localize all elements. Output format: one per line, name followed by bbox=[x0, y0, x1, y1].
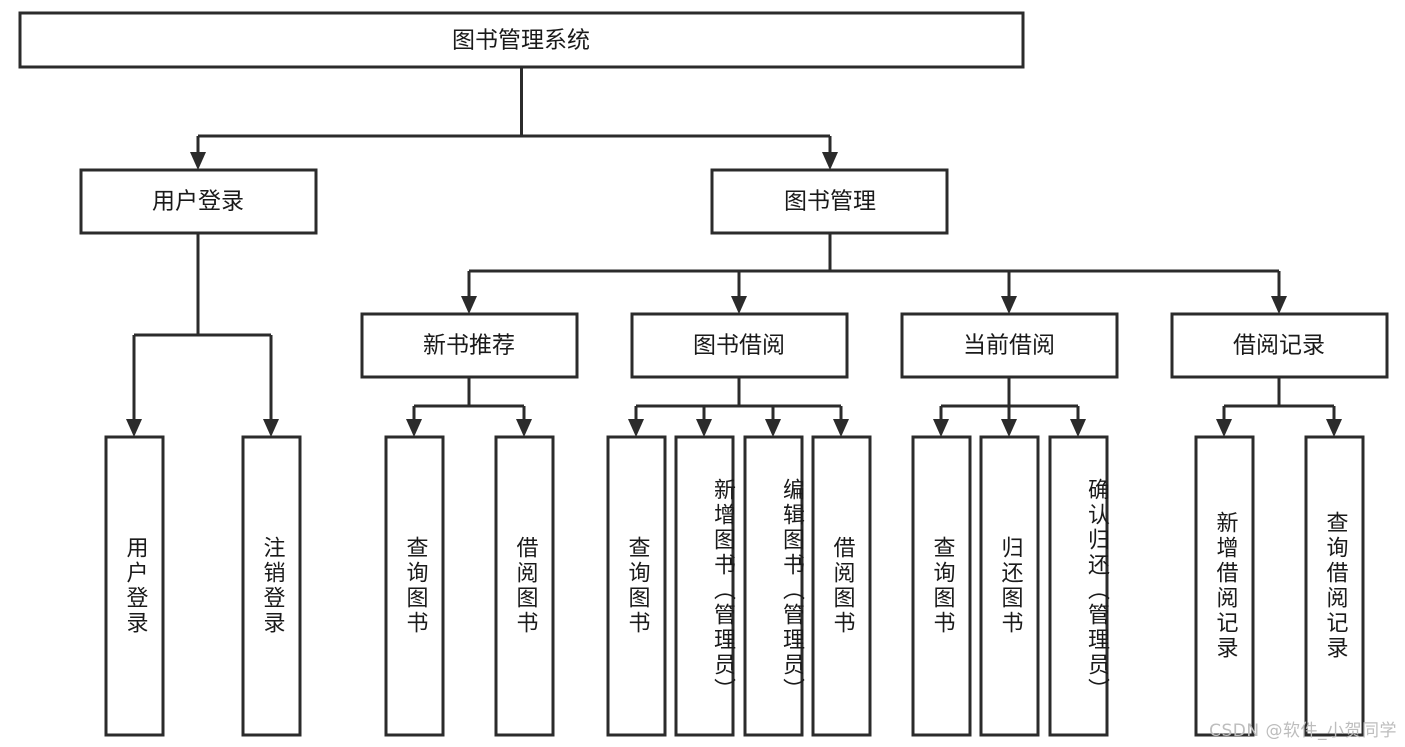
node-borrow-record[interactable]: 借阅记录 bbox=[1170, 312, 1389, 379]
arrow-head-leaf-add-record bbox=[1216, 419, 1232, 437]
node-root-label: 图书管理系统 bbox=[452, 28, 590, 54]
node-user-login-label: 用户登录 bbox=[152, 189, 244, 215]
node-leaf-query-record[interactable] bbox=[1304, 435, 1365, 737]
node-leaf-add-book-box[interactable] bbox=[674, 435, 735, 737]
node-leaf-query-book-3[interactable] bbox=[911, 435, 972, 737]
node-leaf-query-book-3-box[interactable] bbox=[911, 435, 972, 737]
arrow-head-new-book-recommend bbox=[461, 296, 477, 314]
node-leaf-query-book-2[interactable] bbox=[606, 435, 667, 737]
node-leaf-confirm-return[interactable] bbox=[1048, 435, 1109, 737]
node-current-borrow[interactable]: 当前借阅 bbox=[900, 312, 1119, 379]
node-leaf-add-book[interactable] bbox=[674, 435, 735, 737]
node-borrow-record-label: 借阅记录 bbox=[1233, 333, 1325, 359]
node-book-management[interactable]: 图书管理 bbox=[710, 168, 949, 235]
node-root-box[interactable] bbox=[18, 11, 1025, 69]
arrow-head-leaf-user-login bbox=[126, 419, 142, 437]
node-leaf-edit-book[interactable] bbox=[743, 435, 804, 737]
node-leaf-query-book-2-box[interactable] bbox=[606, 435, 667, 737]
arrow-head-leaf-logout-login bbox=[263, 419, 279, 437]
arrow-head-borrow-record bbox=[1271, 296, 1287, 314]
node-user-login[interactable]: 用户登录 bbox=[79, 168, 318, 235]
node-current-borrow-box[interactable] bbox=[900, 312, 1119, 379]
arrow-head-user-login bbox=[190, 152, 206, 170]
node-new-book-recommend-label: 新书推荐 bbox=[423, 333, 515, 359]
arrow-head-leaf-query-book-3 bbox=[933, 419, 949, 437]
arrow-head-leaf-return-book bbox=[1001, 419, 1017, 437]
node-new-book-recommend[interactable]: 新书推荐 bbox=[360, 312, 579, 379]
node-current-borrow-label: 当前借阅 bbox=[963, 333, 1055, 359]
arrow-head-current-borrow bbox=[1001, 296, 1017, 314]
connector-layer bbox=[126, 67, 1342, 437]
arrow-head-leaf-borrow-book-2 bbox=[833, 419, 849, 437]
node-leaf-add-record-box[interactable] bbox=[1194, 435, 1255, 737]
node-book-borrow-label: 图书借阅 bbox=[693, 333, 785, 359]
node-leaf-user-login[interactable] bbox=[104, 435, 165, 737]
node-leaf-logout-login[interactable] bbox=[241, 435, 302, 737]
node-leaf-confirm-return-box[interactable] bbox=[1048, 435, 1109, 737]
node-book-management-label: 图书管理 bbox=[784, 189, 876, 215]
node-leaf-borrow-book-1[interactable] bbox=[494, 435, 555, 737]
node-book-management-box[interactable] bbox=[710, 168, 949, 235]
node-book-borrow-box[interactable] bbox=[630, 312, 849, 379]
arrow-head-book-borrow bbox=[731, 296, 747, 314]
node-book-borrow[interactable]: 图书借阅 bbox=[630, 312, 849, 379]
arrow-head-leaf-query-record bbox=[1326, 419, 1342, 437]
arrow-head-leaf-query-book-1 bbox=[406, 419, 422, 437]
node-leaf-borrow-book-1-box[interactable] bbox=[494, 435, 555, 737]
node-leaf-query-book-1[interactable] bbox=[384, 435, 445, 737]
node-borrow-record-box[interactable] bbox=[1170, 312, 1389, 379]
arrow-head-leaf-query-book-2 bbox=[628, 419, 644, 437]
arrow-head-leaf-edit-book bbox=[765, 419, 781, 437]
node-leaf-query-record-box[interactable] bbox=[1304, 435, 1365, 737]
arrow-head-leaf-add-book bbox=[696, 419, 712, 437]
node-leaf-return-book-box[interactable] bbox=[979, 435, 1040, 737]
node-leaf-query-book-1-box[interactable] bbox=[384, 435, 445, 737]
node-leaf-logout-login-box[interactable] bbox=[241, 435, 302, 737]
node-leaf-edit-book-box[interactable] bbox=[743, 435, 804, 737]
node-root[interactable]: 图书管理系统 bbox=[18, 11, 1025, 69]
node-leaf-add-record[interactable] bbox=[1194, 435, 1255, 737]
leaf-layer bbox=[104, 435, 1365, 737]
node-leaf-user-login-box[interactable] bbox=[104, 435, 165, 737]
node-leaf-return-book[interactable] bbox=[979, 435, 1040, 737]
arrow-head-leaf-confirm-return bbox=[1070, 419, 1086, 437]
arrow-head-leaf-borrow-book-1 bbox=[516, 419, 532, 437]
arrow-head-book-management bbox=[822, 152, 838, 170]
node-leaf-borrow-book-2-box[interactable] bbox=[811, 435, 872, 737]
node-leaf-borrow-book-2[interactable] bbox=[811, 435, 872, 737]
node-user-login-box[interactable] bbox=[79, 168, 318, 235]
node-new-book-recommend-box[interactable] bbox=[360, 312, 579, 379]
